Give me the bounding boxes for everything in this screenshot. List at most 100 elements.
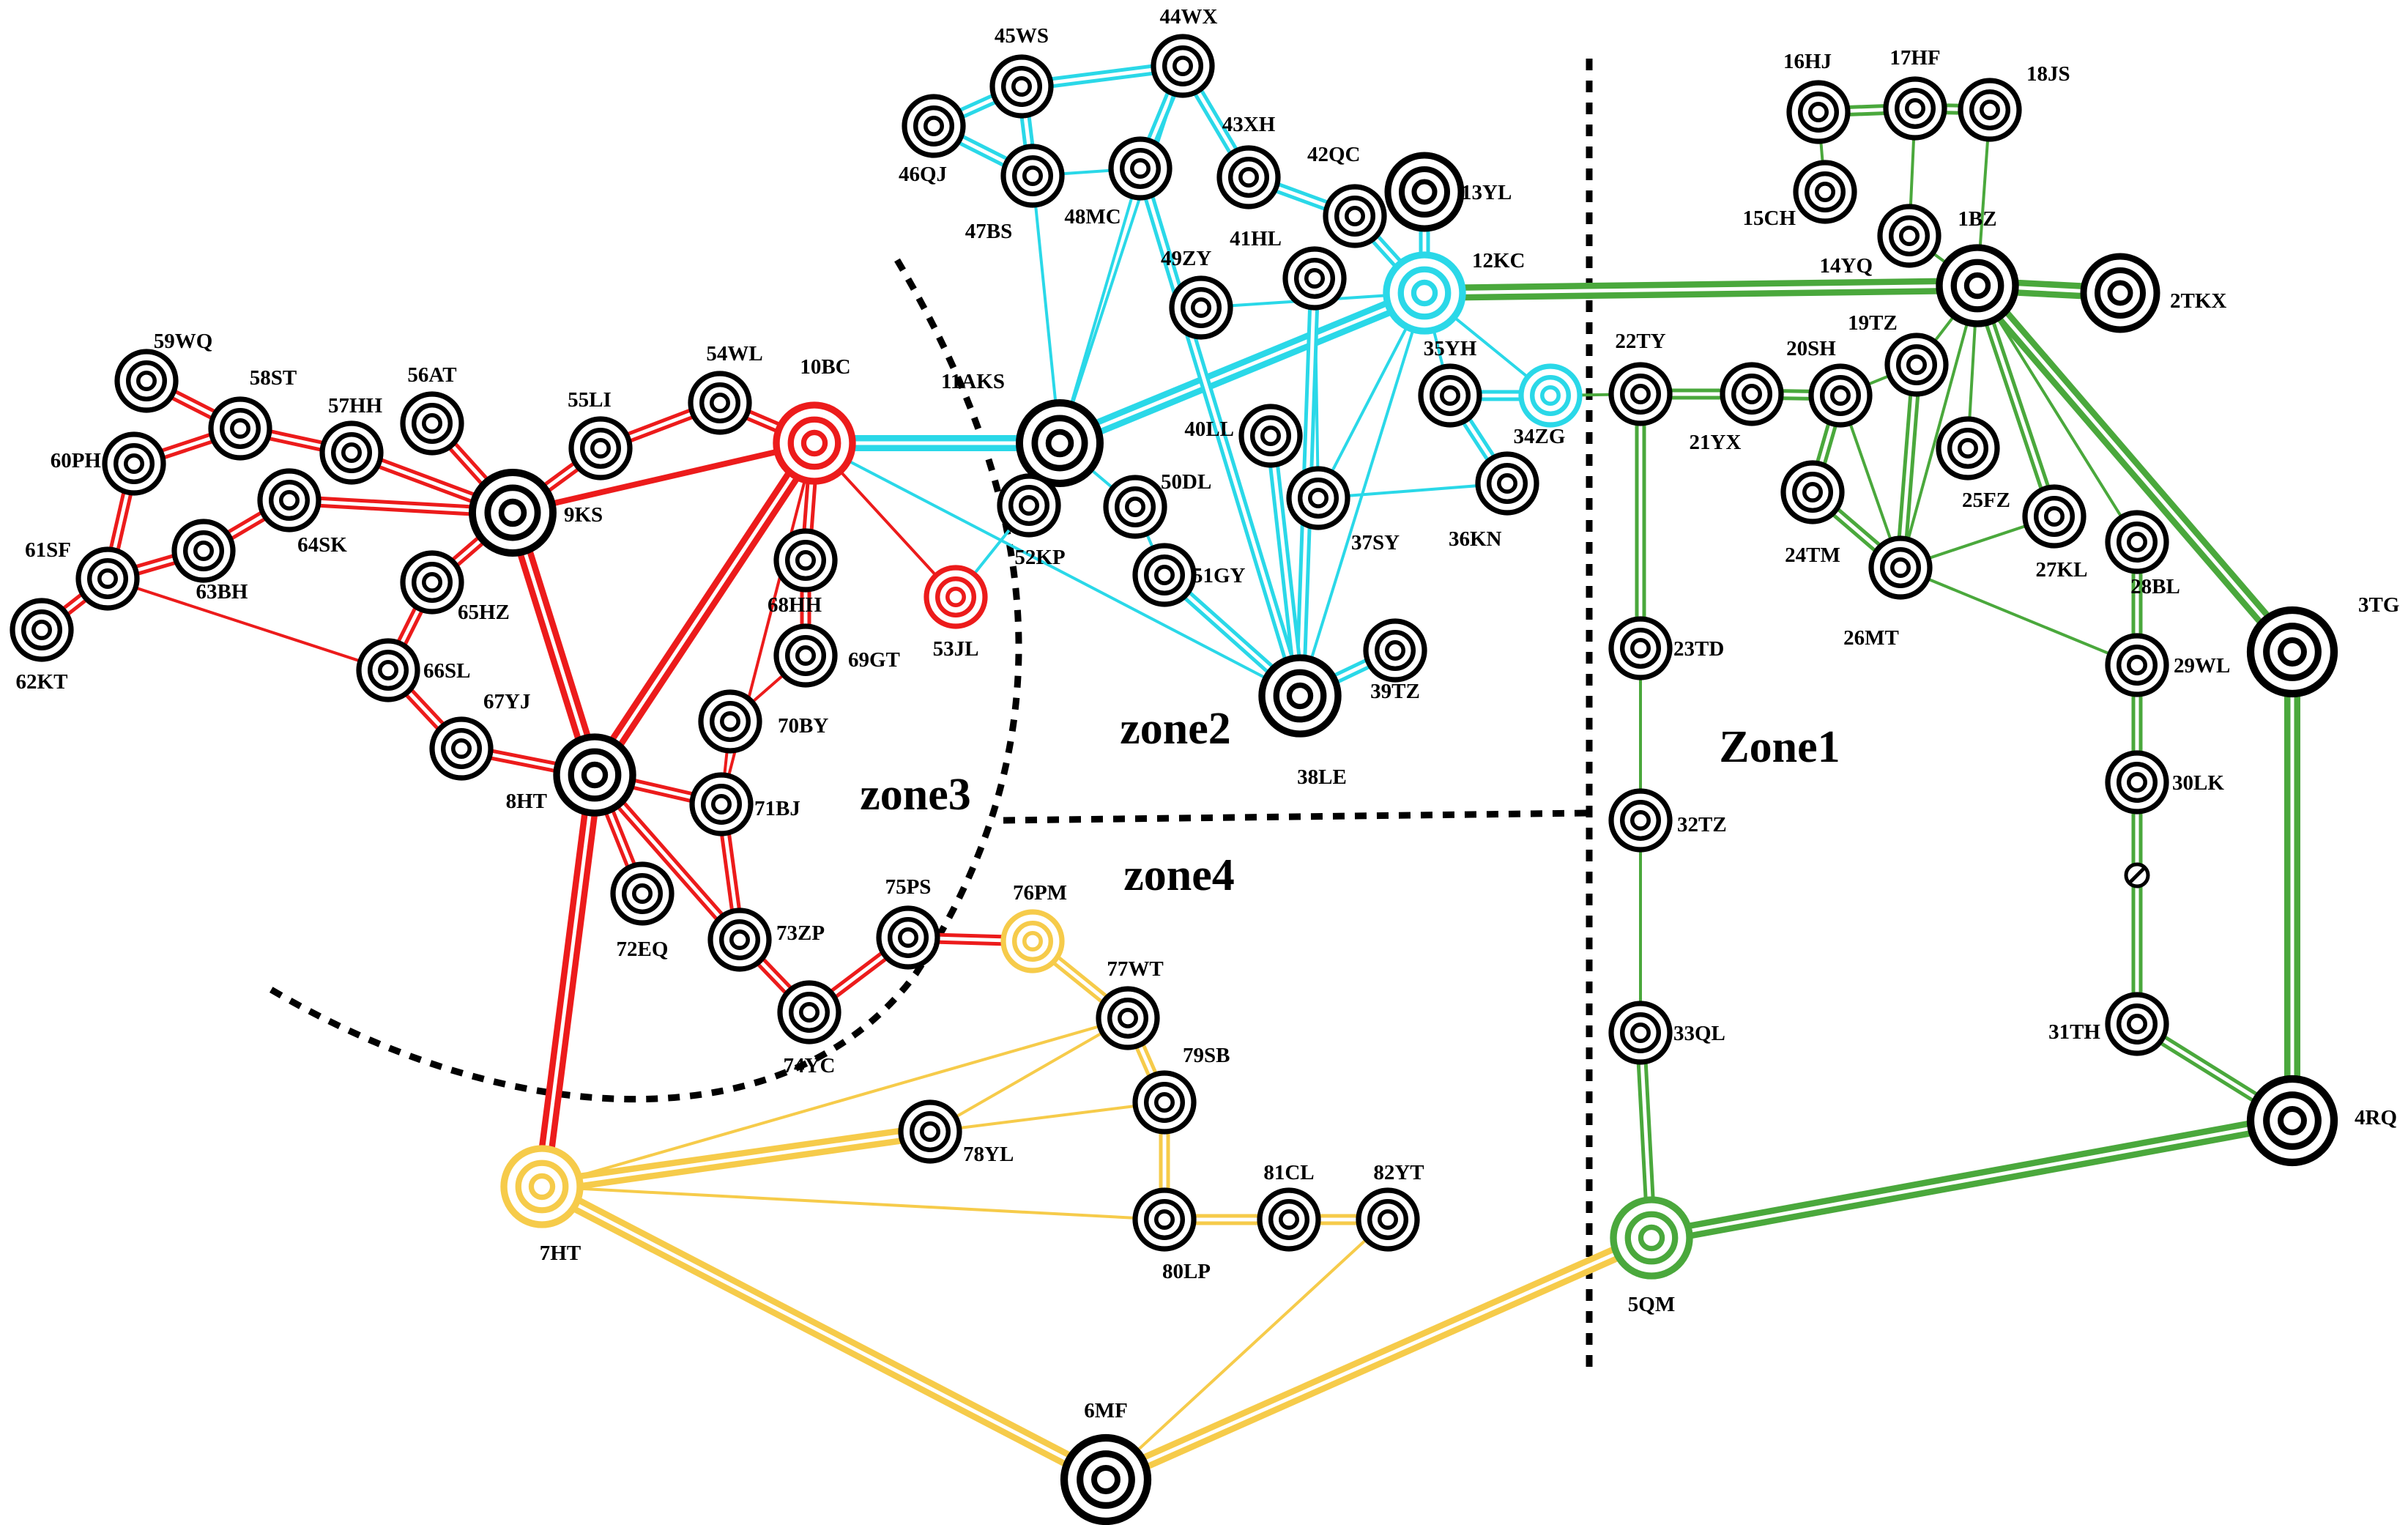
node-55LI[interactable] — [568, 416, 633, 480]
node-52KP[interactable] — [997, 473, 1061, 538]
node-66SL[interactable] — [356, 638, 420, 702]
node-49ZY[interactable] — [1169, 275, 1233, 340]
node-30LK[interactable] — [2105, 750, 2169, 815]
node-label-82YT: 82YT — [1373, 1161, 1424, 1184]
node-45WS[interactable] — [989, 54, 1054, 119]
node-40LL[interactable] — [1238, 404, 1303, 468]
node-33QL[interactable] — [1608, 1001, 1673, 1065]
node-32TZ[interactable] — [1608, 788, 1673, 853]
node-37SY[interactable] — [1286, 466, 1350, 530]
node-47BS[interactable] — [1000, 144, 1065, 208]
node-25FZ[interactable] — [1936, 416, 2000, 480]
node-62KT[interactable] — [10, 598, 74, 662]
node-18JS[interactable] — [1958, 78, 2022, 142]
node-73ZP[interactable] — [707, 908, 772, 972]
node-label-3TG: 3TG — [2358, 593, 2399, 617]
node-44WX[interactable] — [1151, 34, 1215, 98]
node-81CL[interactable] — [1257, 1187, 1321, 1252]
edge-77WT-78YL — [929, 1017, 1129, 1133]
node-61SF[interactable] — [75, 546, 140, 611]
node-39TZ[interactable] — [1363, 618, 1427, 683]
node-27KL[interactable] — [2022, 484, 2086, 549]
node-21YX[interactable] — [1720, 362, 1784, 426]
node-label-55LI: 55LI — [568, 388, 612, 412]
node-67YJ[interactable] — [429, 716, 494, 781]
node-31TH[interactable] — [2105, 992, 2169, 1056]
node-38LE[interactable] — [1258, 654, 1342, 738]
node-5QM[interactable] — [1610, 1196, 1693, 1280]
node-57HH[interactable] — [319, 420, 384, 485]
node-79SB[interactable] — [1132, 1070, 1197, 1135]
node-8HT[interactable] — [553, 733, 636, 817]
node-80LP[interactable] — [1132, 1187, 1197, 1252]
node-43XH[interactable] — [1216, 145, 1281, 209]
node-label-18JS: 18JS — [2026, 62, 2070, 86]
node-6MF[interactable] — [1060, 1433, 1152, 1525]
edge-1BZ-26MT — [1899, 284, 1979, 569]
node-72EQ[interactable] — [610, 861, 675, 926]
node-4RQ[interactable] — [2246, 1075, 2338, 1167]
node-65HZ[interactable] — [400, 550, 464, 615]
node-20SH[interactable] — [1808, 363, 1873, 428]
node-1BZ[interactable] — [1936, 244, 2019, 327]
node-51GY[interactable] — [1132, 543, 1197, 607]
node-54WL[interactable] — [688, 371, 752, 435]
node-label-5QM: 5QM — [1628, 1293, 1675, 1316]
node-58ST[interactable] — [208, 396, 272, 461]
node-59WQ[interactable] — [114, 349, 179, 413]
node-label-61SF: 61SF — [25, 538, 71, 562]
node-24TM[interactable] — [1780, 460, 1845, 524]
node-16HJ[interactable] — [1786, 80, 1851, 144]
node-42QC[interactable] — [1323, 184, 1387, 248]
node-13YL[interactable] — [1384, 152, 1465, 232]
node-12KC[interactable] — [1383, 251, 1466, 335]
node-label-24TM: 24TM — [1785, 543, 1840, 567]
node-77WT[interactable] — [1096, 986, 1160, 1050]
node-28BL[interactable] — [2105, 510, 2169, 574]
node-82YT[interactable] — [1356, 1187, 1420, 1252]
node-label-22TY: 22TY — [1615, 330, 1665, 353]
node-label-66SL: 66SL — [423, 659, 470, 683]
node-48MC[interactable] — [1108, 136, 1173, 201]
node-78YL[interactable] — [898, 1099, 962, 1164]
node-11AKS[interactable] — [1016, 399, 1104, 487]
node-34ZG[interactable] — [1518, 363, 1583, 428]
node-76PM[interactable] — [1000, 909, 1065, 973]
node-label-53JL: 53JL — [933, 637, 979, 661]
node-71BJ[interactable] — [689, 772, 754, 836]
edge-11AKS-12KC — [1052, 285, 1432, 451]
node-19TZ[interactable] — [1884, 333, 1949, 397]
node-26MT[interactable] — [1868, 535, 1933, 600]
node-17HF[interactable] — [1883, 76, 1947, 141]
node-label-35YH: 35YH — [1424, 337, 1477, 360]
node-46QJ[interactable] — [902, 94, 966, 158]
node-2TKX[interactable] — [2080, 253, 2160, 333]
node-74YC[interactable] — [777, 980, 841, 1045]
node-41HL[interactable] — [1282, 246, 1347, 311]
node-35YH[interactable] — [1418, 363, 1482, 428]
switch-marker — [2124, 862, 2150, 888]
node-7HT[interactable] — [500, 1145, 584, 1228]
node-56AT[interactable] — [400, 391, 464, 456]
node-64SK[interactable] — [257, 468, 322, 533]
node-29WL[interactable] — [2105, 633, 2169, 697]
node-10BC[interactable] — [773, 401, 856, 485]
node-label-23TD: 23TD — [1673, 637, 1724, 661]
node-53JL[interactable] — [924, 565, 988, 629]
node-23TD[interactable] — [1608, 616, 1673, 680]
node-36KN[interactable] — [1475, 451, 1539, 516]
node-50DL[interactable] — [1103, 475, 1167, 539]
node-3TG[interactable] — [2246, 606, 2338, 698]
node-70BY[interactable] — [698, 689, 762, 754]
node-15CH[interactable] — [1793, 160, 1857, 224]
node-9KS[interactable] — [469, 469, 557, 557]
node-label-78YL: 78YL — [963, 1143, 1014, 1166]
node-63BH[interactable] — [171, 519, 236, 583]
node-22TY[interactable] — [1608, 362, 1673, 426]
node-75PS[interactable] — [876, 905, 940, 970]
node-14YQ[interactable] — [1877, 204, 1941, 268]
edge-9KS-8HT — [505, 505, 603, 783]
node-69GT[interactable] — [773, 623, 838, 688]
node-68HH[interactable] — [773, 528, 838, 593]
node-60PH[interactable] — [102, 431, 166, 496]
